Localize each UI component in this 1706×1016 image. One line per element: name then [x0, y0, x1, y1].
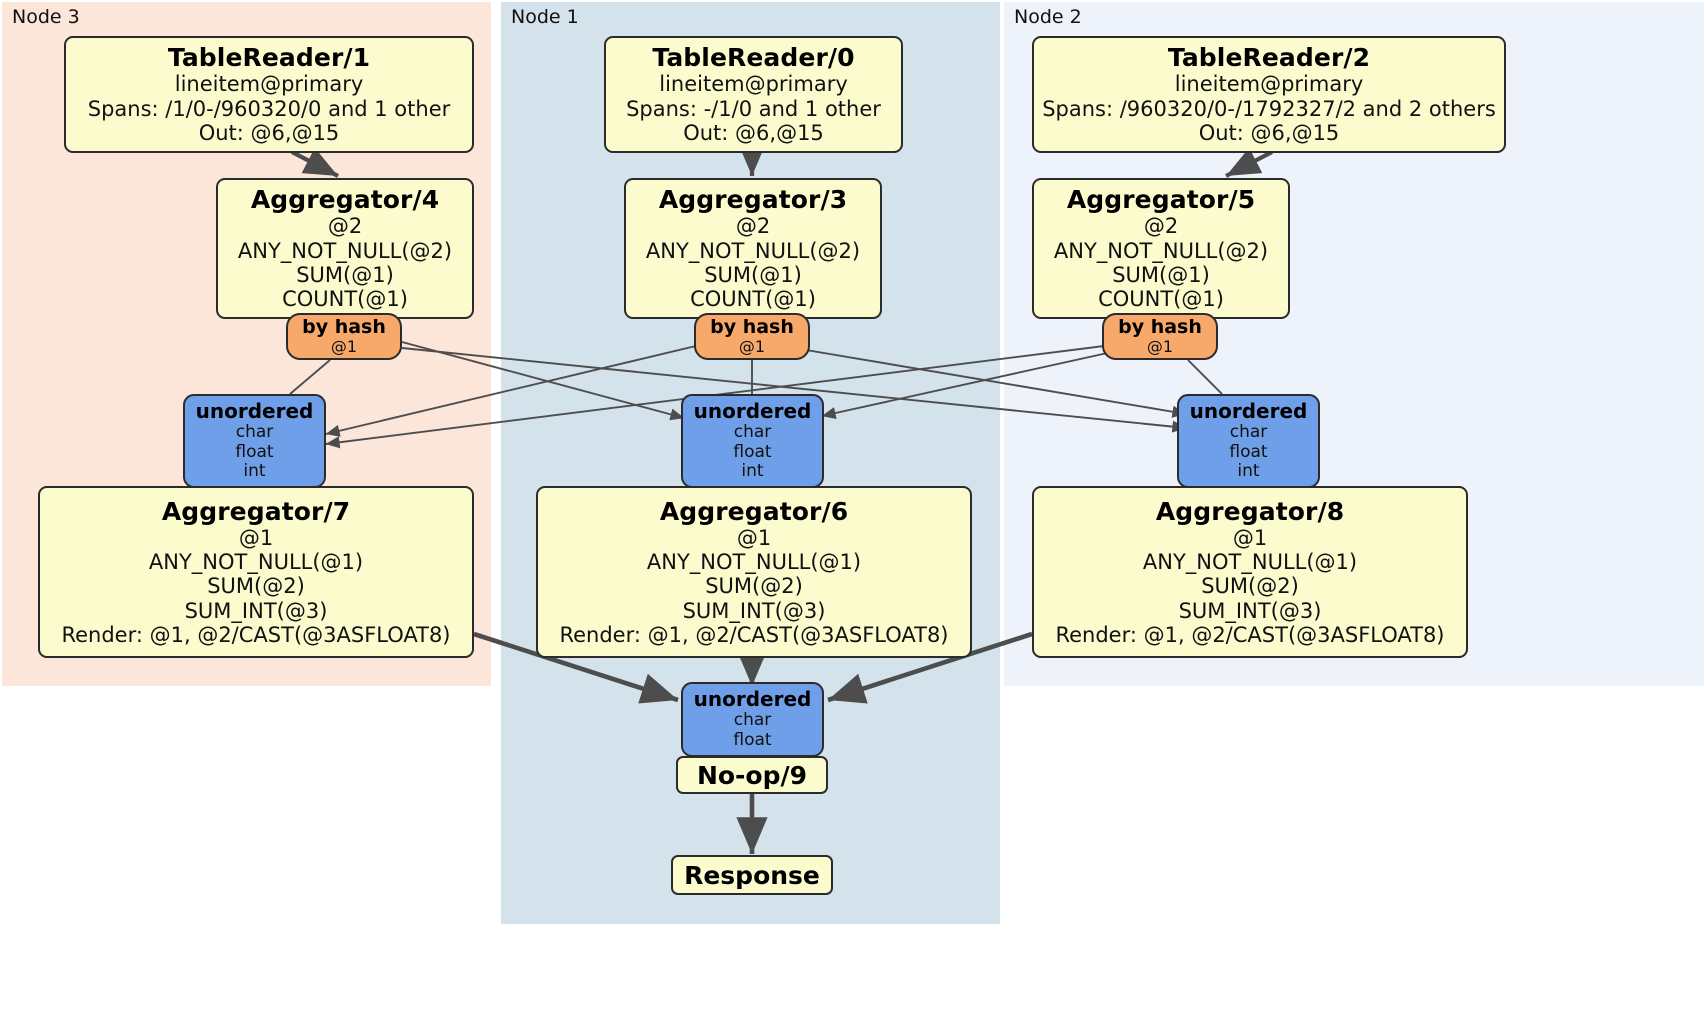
receiver-line: int: [243, 461, 266, 482]
receiver-unordered-node-2[interactable]: unordered char float int: [1177, 394, 1320, 488]
cluster-label-node-3: Node 3: [12, 6, 80, 28]
receiver-line: float: [235, 441, 274, 462]
receiver-line: float: [733, 730, 772, 751]
node-line: Render: @1, @2/CAST(@3ASFLOAT8): [61, 623, 451, 648]
node-line: Spans: -/1/0 and 1 other: [626, 96, 881, 121]
receiver-title: unordered: [1189, 398, 1308, 423]
node-title: Aggregator/7: [161, 496, 351, 526]
node-title: Aggregator/8: [1155, 496, 1345, 526]
node-title: Aggregator/4: [250, 185, 440, 215]
node-line: @1: [1232, 525, 1268, 550]
receiver-line: float: [1229, 441, 1268, 462]
receiver-line: char: [733, 422, 772, 443]
node-line: SUM(@1): [704, 263, 802, 287]
processor-aggregator-6[interactable]: Aggregator/6 @1 ANY_NOT_NULL(@1) SUM(@2)…: [536, 486, 972, 658]
router-by-hash-node-1[interactable]: by hash @1: [694, 313, 810, 360]
node-line: ANY_NOT_NULL(@2): [645, 238, 861, 263]
receiver-title: unordered: [693, 687, 812, 712]
node-line: @2: [327, 214, 363, 239]
router-by-hash-node-3[interactable]: by hash @1: [286, 313, 402, 360]
router-by-hash-node-2[interactable]: by hash @1: [1102, 313, 1218, 360]
node-line: SUM(@1): [296, 263, 394, 287]
node-title: TableReader/2: [1167, 43, 1371, 73]
processor-aggregator-3[interactable]: Aggregator/3 @2 ANY_NOT_NULL(@2) SUM(@1)…: [624, 178, 882, 319]
router-line: @1: [1146, 337, 1174, 357]
receiver-title: unordered: [693, 398, 812, 423]
node-line: Render: @1, @2/CAST(@3ASFLOAT8): [1055, 623, 1445, 648]
processor-tablereader-1[interactable]: TableReader/1 lineitem@primary Spans: /1…: [64, 36, 474, 153]
node-line: lineitem@primary: [659, 72, 848, 97]
cluster-label-node-2: Node 2: [1014, 6, 1082, 28]
node-line: SUM(@1): [1112, 263, 1210, 287]
node-title: TableReader/1: [167, 43, 371, 73]
processor-aggregator-4[interactable]: Aggregator/4 @2 ANY_NOT_NULL(@2) SUM(@1)…: [216, 178, 474, 319]
router-title: by hash: [710, 316, 794, 339]
node-line: SUM(@2): [207, 574, 305, 599]
receiver-line: int: [1237, 461, 1260, 482]
processor-tablereader-0[interactable]: TableReader/0 lineitem@primary Spans: -/…: [604, 36, 903, 153]
router-title: by hash: [1118, 316, 1202, 339]
processor-aggregator-5[interactable]: Aggregator/5 @2 ANY_NOT_NULL(@2) SUM(@1)…: [1032, 178, 1290, 319]
node-line: @2: [735, 214, 771, 239]
node-line: ANY_NOT_NULL(@1): [646, 549, 862, 574]
processor-no-op-9[interactable]: No-op/9: [676, 756, 828, 794]
processor-response[interactable]: Response: [671, 855, 833, 895]
node-line: Spans: /1/0-/960320/0 and 1 other: [87, 96, 451, 121]
router-line: @1: [330, 337, 358, 357]
node-line: SUM_INT(@3): [682, 598, 826, 623]
node-line: lineitem@primary: [174, 72, 364, 97]
node-title: Aggregator/6: [659, 496, 849, 526]
node-title: TableReader/0: [652, 43, 855, 73]
node-line: COUNT(@1): [282, 287, 408, 312]
processor-aggregator-8[interactable]: Aggregator/8 @1 ANY_NOT_NULL(@1) SUM(@2)…: [1032, 486, 1468, 658]
node-line: ANY_NOT_NULL(@2): [1053, 238, 1269, 263]
receiver-title: unordered: [195, 398, 314, 423]
receiver-unordered-node-3[interactable]: unordered char float int: [183, 394, 326, 488]
node-title: No-op/9: [696, 760, 808, 790]
node-line: @2: [1143, 214, 1179, 239]
node-line: Out: @6,@15: [198, 121, 340, 146]
cluster-label-node-1: Node 1: [511, 6, 579, 28]
node-line: lineitem@primary: [1174, 72, 1364, 97]
node-title: Aggregator/5: [1066, 185, 1256, 215]
node-title: Response: [684, 860, 820, 890]
node-line: COUNT(@1): [690, 287, 816, 312]
processor-aggregator-7[interactable]: Aggregator/7 @1 ANY_NOT_NULL(@1) SUM(@2)…: [38, 486, 474, 658]
node-line: Spans: /960320/0-/1792327/2 and 2 others: [1042, 96, 1496, 121]
router-line: @1: [738, 337, 766, 357]
receiver-unordered-final[interactable]: unordered char float: [681, 682, 824, 757]
receiver-line: char: [235, 422, 274, 443]
receiver-line: char: [1229, 422, 1268, 443]
node-line: Out: @6,@15: [683, 121, 824, 146]
receiver-line: float: [733, 441, 772, 462]
node-line: @1: [736, 525, 772, 550]
node-line: SUM(@2): [1201, 574, 1299, 599]
node-line: SUM_INT(@3): [1178, 598, 1322, 623]
node-line: SUM(@2): [705, 574, 803, 599]
processor-tablereader-2[interactable]: TableReader/2 lineitem@primary Spans: /9…: [1032, 36, 1506, 153]
node-line: Out: @6,@15: [1198, 121, 1340, 146]
node-line: @1: [238, 525, 274, 550]
node-line: COUNT(@1): [1098, 287, 1224, 312]
node-line: SUM_INT(@3): [184, 598, 328, 623]
router-title: by hash: [302, 316, 386, 339]
node-line: Render: @1, @2/CAST(@3ASFLOAT8): [559, 623, 949, 648]
node-title: Aggregator/3: [658, 185, 848, 215]
receiver-line: char: [733, 710, 772, 731]
node-line: ANY_NOT_NULL(@1): [148, 549, 364, 574]
node-line: ANY_NOT_NULL(@2): [237, 238, 453, 263]
node-line: ANY_NOT_NULL(@1): [1142, 549, 1358, 574]
receiver-line: int: [741, 461, 764, 482]
receiver-unordered-node-1[interactable]: unordered char float int: [681, 394, 824, 488]
